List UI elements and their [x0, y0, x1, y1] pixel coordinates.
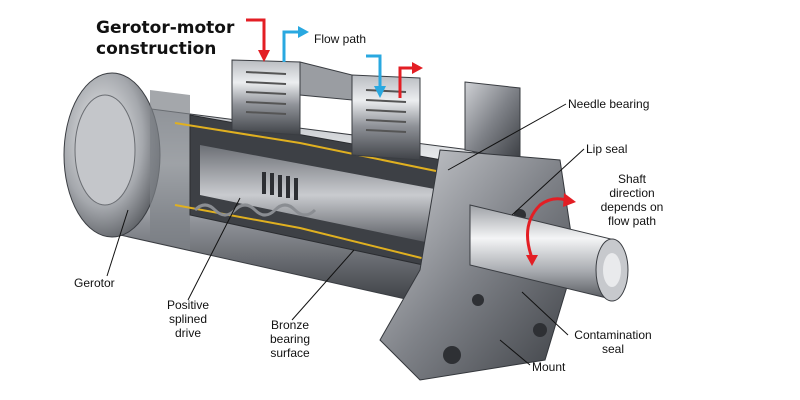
label-shaft-direction-line-3: depends on — [600, 200, 664, 214]
label-bronze-bearing-surface: Bronze bearing surface — [252, 318, 328, 360]
label-lip-seal: Lip seal — [586, 142, 628, 156]
leader-lines — [106, 103, 585, 366]
port-left — [231, 59, 301, 136]
outflow-arrow-left — [282, 30, 300, 62]
leader-splined-drive — [187, 197, 241, 301]
outflow-arrow-right — [366, 54, 382, 88]
inflow-arrow-right — [398, 66, 414, 98]
title-line-1: Gerotor-motor — [96, 18, 235, 38]
label-splined-drive-line-1: Positive — [166, 298, 210, 312]
label-shaft-direction-line-4: flow path — [607, 214, 657, 228]
label-needle-bearing: Needle bearing — [568, 97, 650, 111]
label-positive-splined-drive: Positive splined drive — [150, 298, 226, 340]
title-line-2: construction — [96, 39, 217, 59]
label-shaft-direction-line-2: direction — [609, 186, 655, 200]
spline-teeth — [262, 172, 298, 200]
inflow-arrowhead-right — [412, 62, 423, 74]
leader-needle-bearing — [447, 103, 567, 171]
label-bronze-bearing-line-3: surface — [270, 346, 310, 360]
shaft-rotation-arrowhead-top — [563, 193, 576, 207]
inflow-arrow-left — [246, 18, 266, 52]
inflow-arrowhead-left — [258, 50, 270, 62]
bronze-bearing-line-top — [174, 122, 471, 179]
leader-mount — [499, 339, 531, 366]
label-contamination-seal: Contamination seal — [558, 328, 668, 356]
shaft-rotation-arrowhead-bottom — [526, 255, 538, 266]
port-right — [351, 74, 421, 161]
output-shaft — [469, 204, 629, 302]
label-bronze-bearing-line-2: bearing — [269, 332, 311, 346]
label-contamination-seal-line-1: Contamination — [574, 328, 652, 342]
diagram-title: Gerotor-motor construction — [96, 18, 234, 60]
shaft-rotation-arrow — [526, 197, 567, 259]
label-splined-drive-line-3: drive — [174, 326, 201, 340]
housing-rear-block — [464, 81, 521, 161]
label-splined-drive-line-2: splined — [168, 312, 208, 326]
label-bronze-bearing-line-1: Bronze — [270, 318, 310, 332]
outflow-arrowhead-left — [298, 26, 309, 38]
leader-bronze-bearing — [291, 249, 355, 321]
housing-top-block — [299, 61, 353, 101]
leader-contamination-seal — [521, 291, 569, 336]
label-shaft-direction: Shaft direction depends on flow path — [586, 172, 678, 228]
label-contamination-seal-line-2: seal — [601, 342, 624, 356]
leader-gerotor — [106, 209, 129, 277]
label-flow-path: Flow path — [314, 32, 367, 46]
label-shaft-direction-line-1: Shaft — [617, 172, 647, 186]
label-mount: Mount — [532, 360, 566, 374]
outflow-arrowhead-right — [374, 86, 386, 98]
leader-lip-seal — [511, 148, 585, 216]
label-gerotor: Gerotor — [74, 276, 115, 290]
